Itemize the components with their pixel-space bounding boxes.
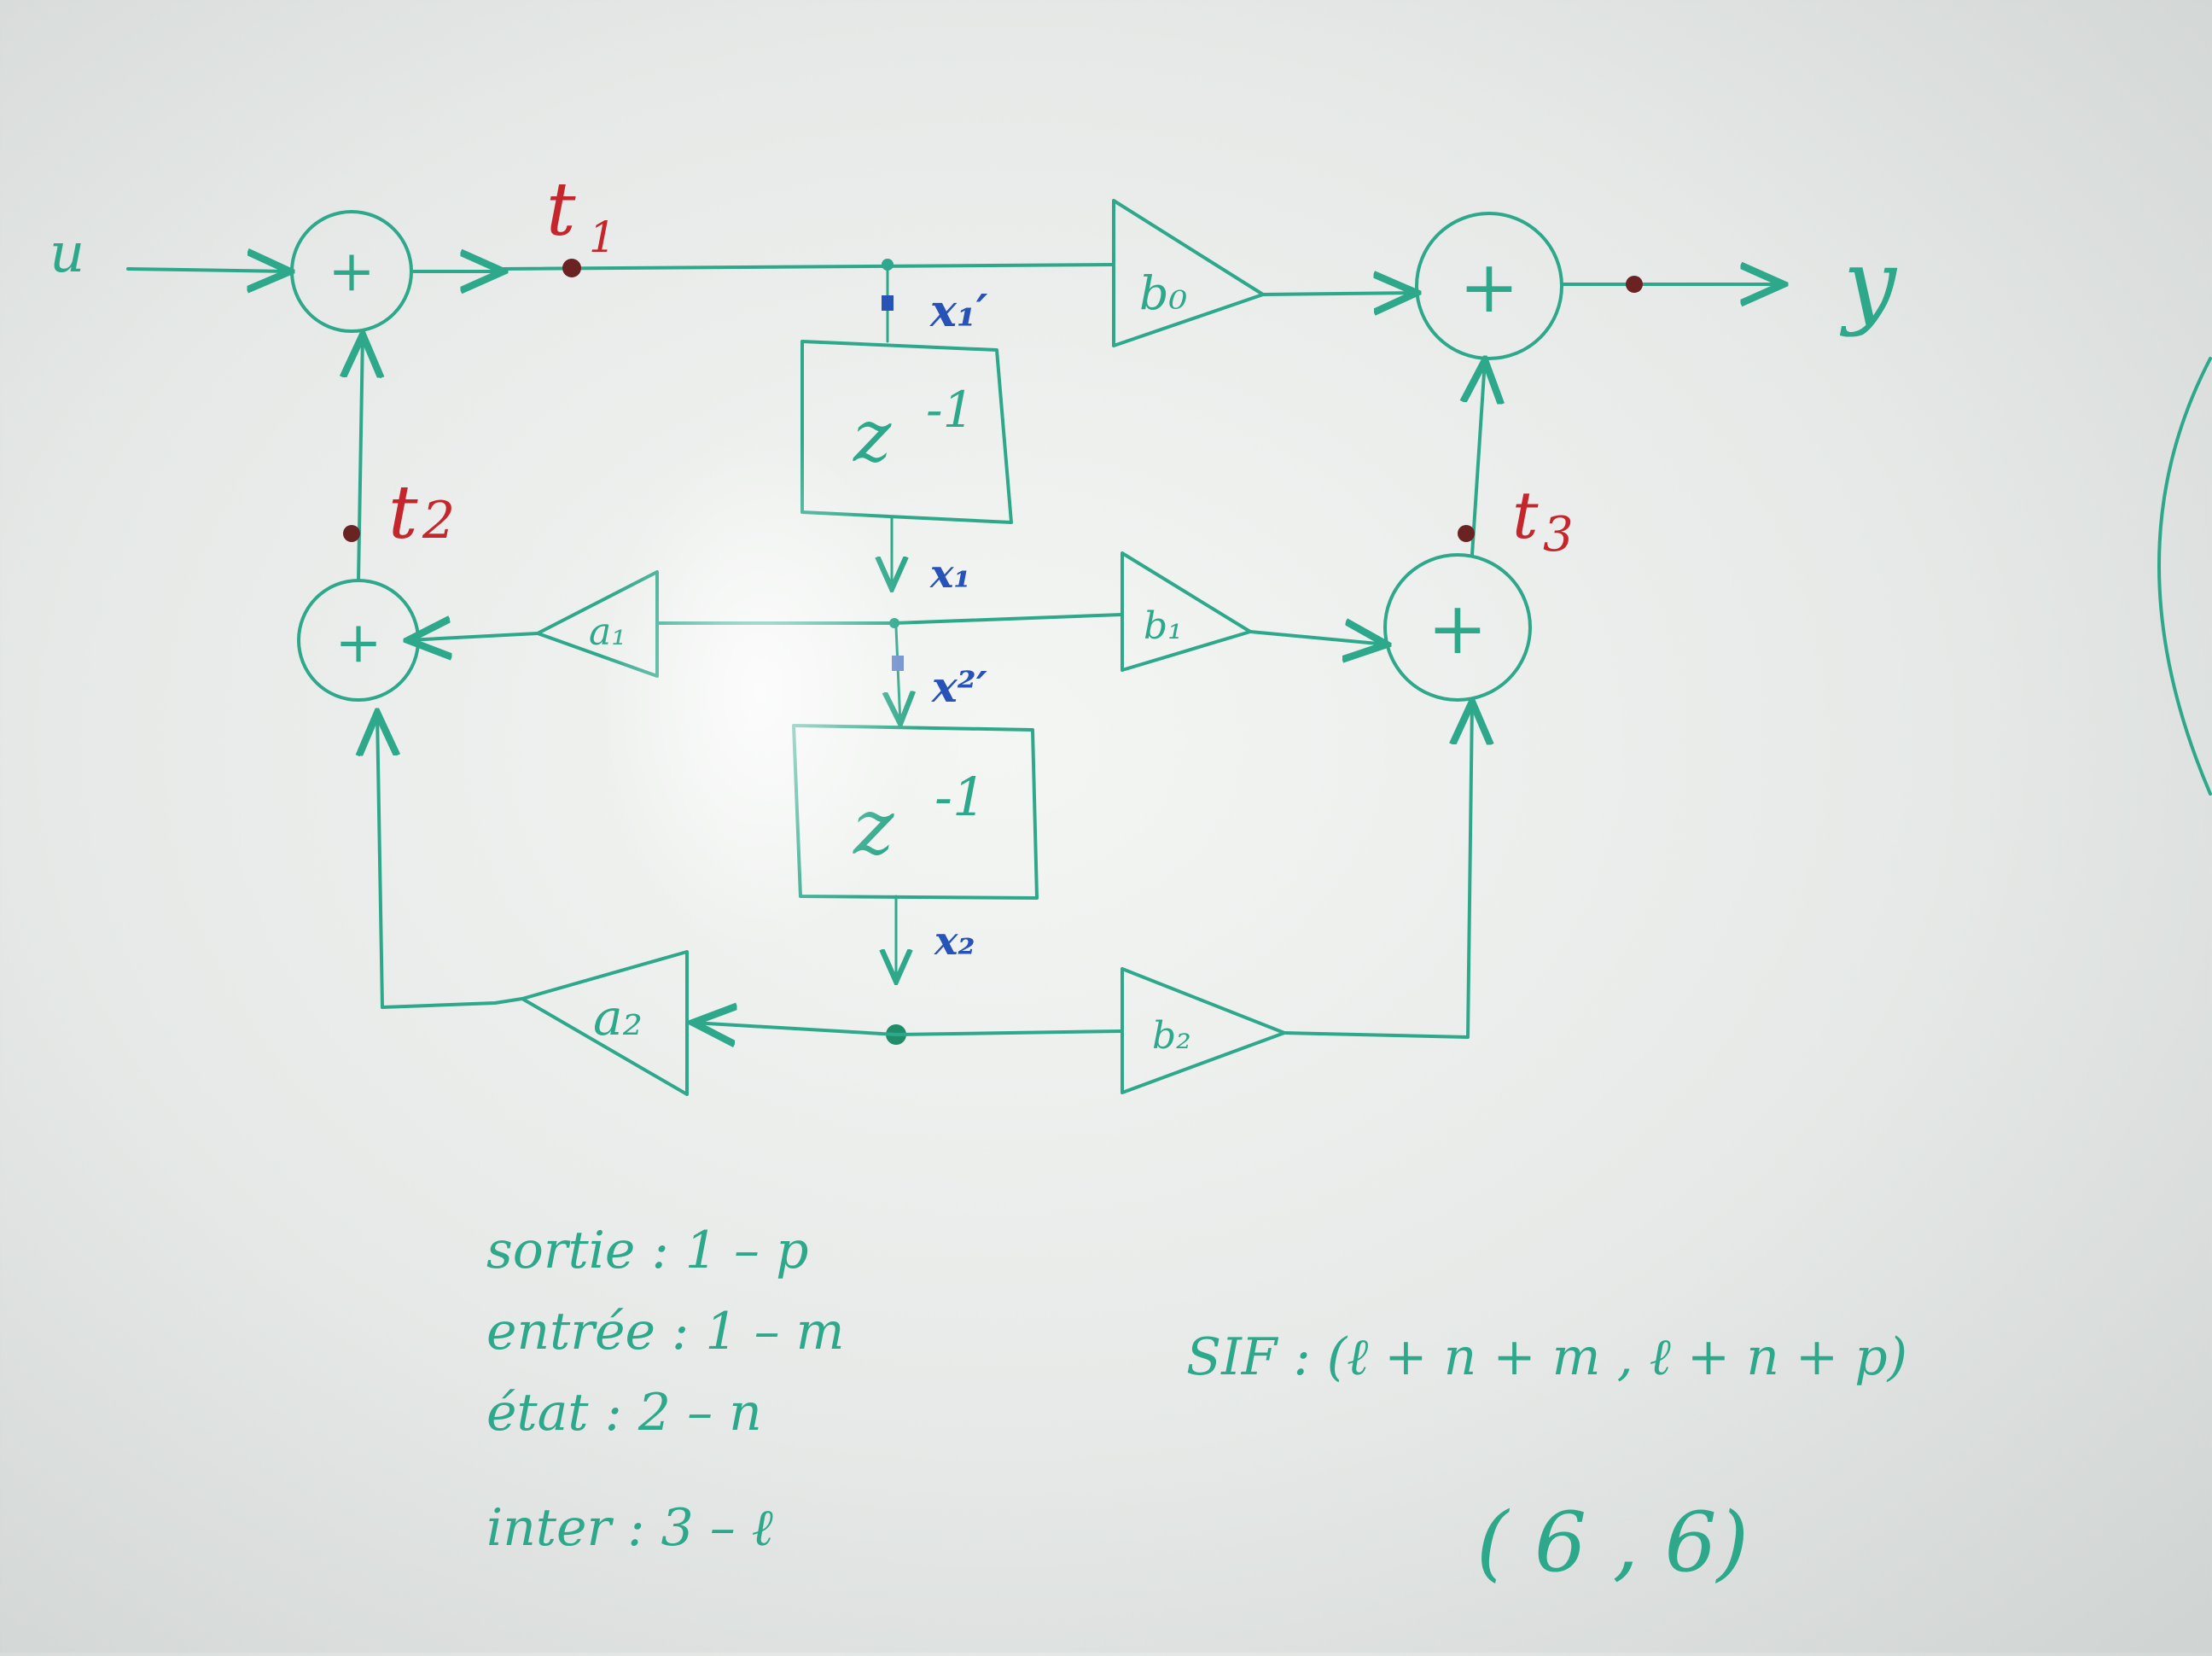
bottom-wire-left — [693, 1023, 898, 1035]
branch-node-top — [882, 259, 894, 271]
svg-text:+: + — [1459, 245, 1519, 329]
note-line-3: état : 2 – n — [486, 1383, 762, 1443]
branch-wire-mid — [896, 626, 900, 724]
a1-out-arrow — [408, 633, 539, 640]
gain-b1: b₁ — [1121, 551, 1252, 672]
b2-feedforward-arrow — [1283, 702, 1472, 1039]
right-edge-bracket — [2157, 357, 2212, 796]
gain-b0: b₀ — [1112, 199, 1265, 347]
note-line-2: entrée : 1 – m — [486, 1302, 845, 1362]
input-arrow — [126, 269, 290, 271]
svg-text:b₀: b₀ — [1139, 266, 1187, 320]
gain-a2: a₂ — [521, 950, 689, 1096]
svg-text:-1: -1 — [926, 381, 975, 439]
input-label: u — [49, 222, 84, 285]
notes-block: sortie : 1 – p entrée : 1 – m état : 2 –… — [486, 1221, 845, 1558]
output-node — [1626, 276, 1643, 293]
svg-text:+: + — [335, 609, 381, 675]
svg-text:z: z — [853, 394, 892, 478]
svg-text:a₁: a₁ — [589, 610, 626, 654]
gain-b2: b₂ — [1121, 967, 1286, 1094]
t3-sub: 3 — [1543, 507, 1574, 563]
adder-top-right: + — [1415, 212, 1563, 360]
adder-top-left: + — [290, 210, 413, 333]
midleft-to-topleft-arrow — [358, 335, 363, 582]
t2-sub: 2 — [422, 491, 455, 551]
mid-wire-right — [893, 613, 1124, 625]
a2-feedback-arrow — [377, 713, 524, 1009]
svg-text:+: + — [328, 238, 375, 304]
adder-mid-left: + — [297, 579, 420, 702]
x2-prime-label: x²′ — [931, 662, 987, 712]
b1-out-arrow — [1249, 632, 1387, 644]
delay-upper: z -1 — [800, 340, 1013, 524]
midright-to-topright-arrow — [1472, 360, 1485, 557]
bottom-wire-right — [894, 1029, 1124, 1036]
t1-sub: 1 — [589, 213, 616, 262]
sif-block: SIF : (ℓ + n + m , ℓ + n + p) ( 6 , 6) — [1186, 1327, 1907, 1590]
node-t1 — [562, 259, 581, 277]
adder-mid-right: + — [1383, 553, 1532, 702]
node-t3 — [1458, 525, 1475, 542]
note-line-1: sortie : 1 – p — [486, 1221, 809, 1280]
output-label: y — [1839, 229, 1898, 338]
x2-label: x₂ — [934, 918, 975, 964]
x2-prime-node — [892, 656, 904, 671]
top-wire — [502, 263, 1115, 271]
x1-prime-node — [882, 295, 894, 311]
gain-a1: a₁ — [536, 570, 659, 678]
t3-label: t — [1512, 477, 1539, 553]
delay-lower: z -1 — [792, 724, 1039, 900]
sif-result: ( 6 , 6) — [1476, 1495, 1749, 1590]
t1-label: t — [546, 167, 576, 253]
svg-text:a₂: a₂ — [593, 988, 643, 1047]
svg-text:z: z — [853, 783, 894, 872]
note-line-4: inter : 3 – ℓ — [486, 1498, 773, 1558]
t2-label: t — [388, 470, 418, 556]
svg-text:b₁: b₁ — [1144, 604, 1183, 648]
x1-prime-label: x₁′ — [929, 285, 988, 337]
svg-text:-1: -1 — [934, 766, 986, 828]
svg-text:b₂: b₂ — [1152, 1014, 1191, 1058]
b0-out-arrow — [1261, 293, 1417, 294]
node-t2 — [343, 525, 360, 542]
x1-label: x₁ — [929, 551, 971, 597]
sif-note: SIF : (ℓ + n + m , ℓ + n + p) — [1186, 1327, 1907, 1387]
svg-text:+: + — [1428, 586, 1487, 670]
